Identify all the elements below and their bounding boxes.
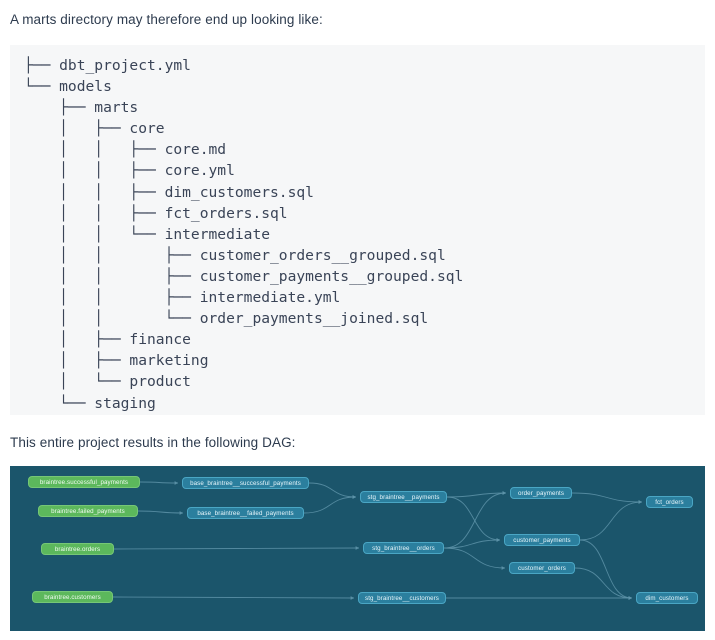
dag-node-braintree_customers[interactable]: braintree.customers: [32, 591, 113, 603]
dag-panel[interactable]: braintree.successful_payments braintree.f…: [10, 466, 705, 631]
dag-edge-braintree_customers-to-stg_braintree__customers: [112, 596, 355, 599]
dag-node-label: customer_payments: [513, 536, 571, 544]
dag-node-dim_customers[interactable]: dim_customers: [636, 592, 698, 604]
dag-edge-stg_braintree__orders-to-customer_orders: [443, 547, 506, 569]
dag-edge-arrowhead: [496, 538, 500, 542]
dag-node-fct_orders[interactable]: fct_orders: [646, 496, 693, 508]
dag-node-label: braintree.failed_payments: [51, 507, 125, 515]
directory-tree-code-block: ├── dbt_project.yml └── models ├── marts…: [10, 45, 705, 415]
dag-node-label: base_braintree__failed_payments: [197, 509, 294, 517]
dag-node-base_braintree__failed_payments[interactable]: base_braintree__failed_payments: [187, 507, 304, 519]
dag-edge-arrowhead: [179, 511, 183, 515]
dag-edge-arrowhead: [628, 596, 632, 600]
caption-above-code-block: A marts directory may therefore end up l…: [10, 12, 323, 27]
dag-node-braintree_orders[interactable]: braintree.orders: [41, 543, 114, 555]
dag-node-stg_braintree__orders[interactable]: stg_braintree__orders: [363, 542, 444, 554]
dag-edge-layer: [112, 481, 643, 600]
dag-node-braintree_failed_payments[interactable]: braintree.failed_payments: [38, 505, 138, 517]
dag-edge-order_payments-to-fct_orders: [571, 492, 643, 503]
dag-node-label: stg_braintree__payments: [367, 493, 440, 501]
dag-node-label: braintree.orders: [54, 545, 101, 553]
directory-tree-text: ├── dbt_project.yml └── models ├── marts…: [24, 57, 464, 412]
dag-edge-arrowhead: [501, 566, 505, 570]
dag-edge-stg_braintree__orders-to-customer_payments: [443, 539, 501, 549]
dag-edge-braintree_orders-to-stg_braintree__orders: [113, 547, 360, 550]
dag-edge-braintree_successful_payments-to-base_braintree__successful_payments: [139, 481, 179, 484]
dag-edge-arrowhead: [352, 495, 356, 499]
dag-node-order_payments[interactable]: order_payments: [510, 487, 572, 499]
dag-node-label: base_braintree__successful_payments: [190, 479, 301, 487]
dag-node-label: dim_customers: [645, 594, 689, 602]
dag-edge-arrowhead: [502, 491, 506, 495]
dag-node-braintree_successful_payments[interactable]: braintree.successful_payments: [28, 476, 140, 488]
dag-node-customer_orders[interactable]: customer_orders: [509, 562, 575, 574]
dag-node-label: fct_orders: [655, 498, 684, 506]
dag-node-stg_braintree__payments[interactable]: stg_braintree__payments: [360, 491, 447, 503]
dag-node-label: stg_braintree__orders: [372, 544, 435, 552]
dag-node-label: order_payments: [517, 489, 565, 497]
dag-node-label: braintree.successful_payments: [39, 478, 129, 486]
dag-node-base_braintree__successful_payments[interactable]: base_braintree__successful_payments: [182, 477, 309, 489]
dag-edge-customer_payments-to-fct_orders: [579, 501, 643, 541]
dag-node-customer_payments[interactable]: customer_payments: [504, 534, 580, 546]
dag-edge-arrowhead: [174, 481, 178, 485]
dag-edge-customer_orders-to-dim_customers: [574, 567, 633, 599]
dag-edge-arrowhead: [350, 596, 354, 600]
dag-edge-braintree_failed_payments-to-base_braintree__failed_payments: [137, 510, 184, 514]
caption-above-dag: This entire project results in the follo…: [10, 435, 296, 450]
dag-edge-stg_braintree__payments-to-order_payments: [446, 492, 507, 498]
dag-edge-customer_payments-to-dim_customers: [579, 539, 633, 599]
dag-edge-base_braintree__successful_payments-to-stg_braintree__payments: [308, 482, 357, 498]
dag-edge-arrowhead: [638, 500, 642, 504]
dag-node-label: stg_braintree__customers: [365, 594, 439, 602]
dag-edge-stg_braintree__orders-to-order_payments: [443, 492, 507, 549]
dag-edge-stg_braintree__payments-to-customer_payments: [446, 496, 501, 541]
dag-edge-base_braintree__failed_payments-to-stg_braintree__payments: [303, 496, 357, 514]
dag-edge-arrowhead: [355, 546, 359, 550]
dag-node-label: braintree.customers: [44, 593, 101, 601]
dag-node-stg_braintree__customers[interactable]: stg_braintree__customers: [358, 592, 446, 604]
dag-node-label: customer_orders: [518, 564, 566, 572]
